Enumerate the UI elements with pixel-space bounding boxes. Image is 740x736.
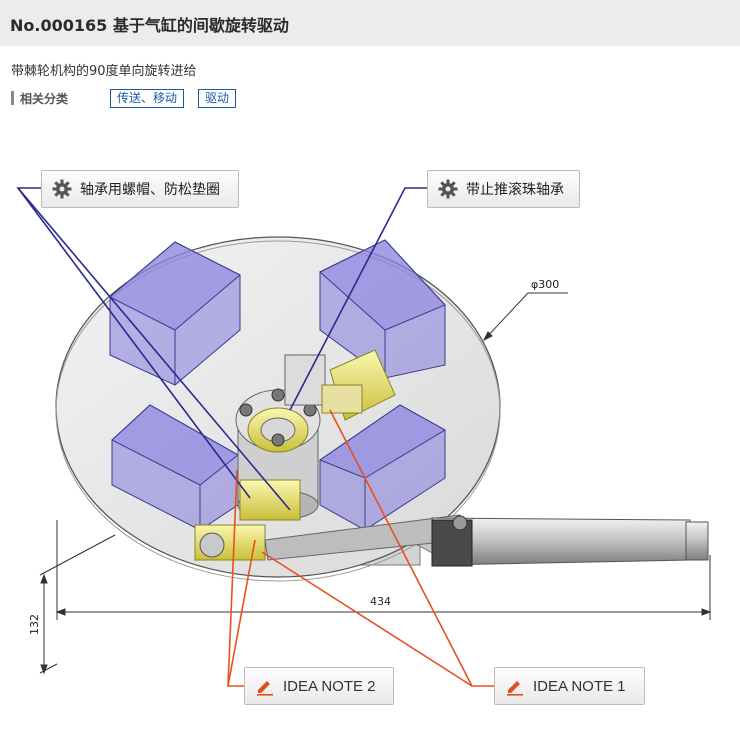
callout-thrust-bearing[interactable]: 带止推滚珠轴承 [427, 170, 580, 208]
idea-note-1-button[interactable]: IDEA NOTE 1 [494, 667, 645, 705]
pencil-icon [507, 681, 523, 696]
callout-label: 轴承用螺帽、防松垫圈 [80, 182, 220, 198]
idea-note-2-button[interactable]: IDEA NOTE 2 [244, 667, 394, 705]
ratchet-mechanism [194, 479, 301, 561]
gear-icon [52, 179, 72, 199]
work-block [109, 241, 241, 386]
pencil-icon [257, 681, 273, 696]
diameter-label: φ300 [531, 278, 559, 291]
gear-icon [438, 179, 458, 199]
page-subtitle: 带棘轮机构的90度单向旋转进给 [11, 64, 197, 79]
height-label: 132 [28, 614, 41, 635]
stopper-unit [321, 349, 396, 421]
leader-lines-orange [227, 409, 496, 687]
mechanism-illustration: φ300 434 132 [16, 187, 712, 687]
category-label: 相关分类 [20, 92, 69, 106]
callout-label: 带止推滚珠轴承 [466, 182, 564, 198]
category-marker [11, 91, 14, 105]
idea-note-label: IDEA NOTE 1 [533, 677, 626, 695]
work-block [319, 239, 446, 379]
work-block [318, 404, 446, 531]
width-label: 434 [370, 595, 391, 608]
category-tag-transport[interactable]: 传送、移动 [110, 89, 185, 108]
dimension-lines [39, 292, 712, 675]
title-bar: No.000165 基于气缸的间歇旋转驱动 [0, 0, 740, 46]
callout-bearing-nut[interactable]: 轴承用螺帽、防松垫圈 [41, 170, 239, 208]
mechanism-diagram: φ300 434 132 轴承用螺帽、防松垫圈 [0, 120, 740, 732]
leader-lines-blue [16, 187, 428, 511]
category-tag-drive[interactable]: 驱动 [198, 89, 237, 108]
page-title: No.000165 基于气缸的间歇旋转驱动 [10, 16, 289, 35]
air-cylinder [264, 514, 709, 567]
idea-note-label: IDEA NOTE 2 [283, 677, 376, 695]
